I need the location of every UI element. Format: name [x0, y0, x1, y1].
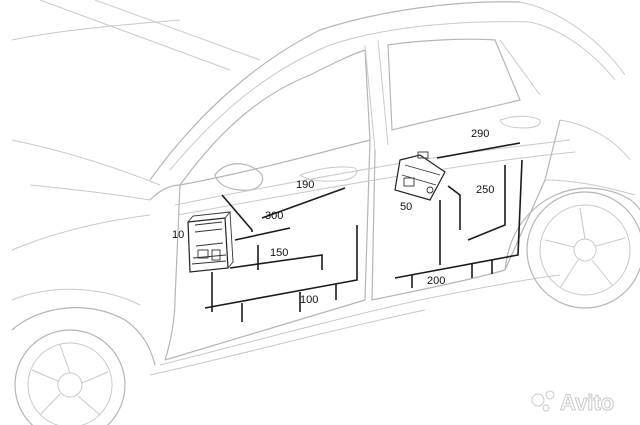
- watermark-text: Avito: [560, 390, 614, 415]
- vehicle-outline: [11, 0, 640, 425]
- callout-190: 190: [296, 179, 314, 191]
- rear-door-control-module: [394, 151, 446, 201]
- callout-300: 300: [265, 210, 283, 222]
- avito-watermark: Avito: [531, 390, 615, 416]
- callout-10: 10: [172, 229, 184, 241]
- callout-200: 200: [427, 275, 445, 287]
- callout-50: 50: [400, 201, 412, 213]
- callout-100: 100: [300, 294, 318, 306]
- watermark-dot-icon: [531, 393, 545, 407]
- callout-290: 290: [471, 128, 489, 140]
- callout-labels: 10 50 100 150 190 200 250 290 300: [172, 128, 494, 306]
- callout-250: 250: [476, 184, 494, 196]
- watermark-dot-icon: [542, 404, 550, 412]
- front-door-control-module: [187, 211, 234, 273]
- wiring-harness: [204, 142, 523, 322]
- watermark-dot-icon: [545, 390, 555, 400]
- callout-150: 150: [270, 247, 288, 259]
